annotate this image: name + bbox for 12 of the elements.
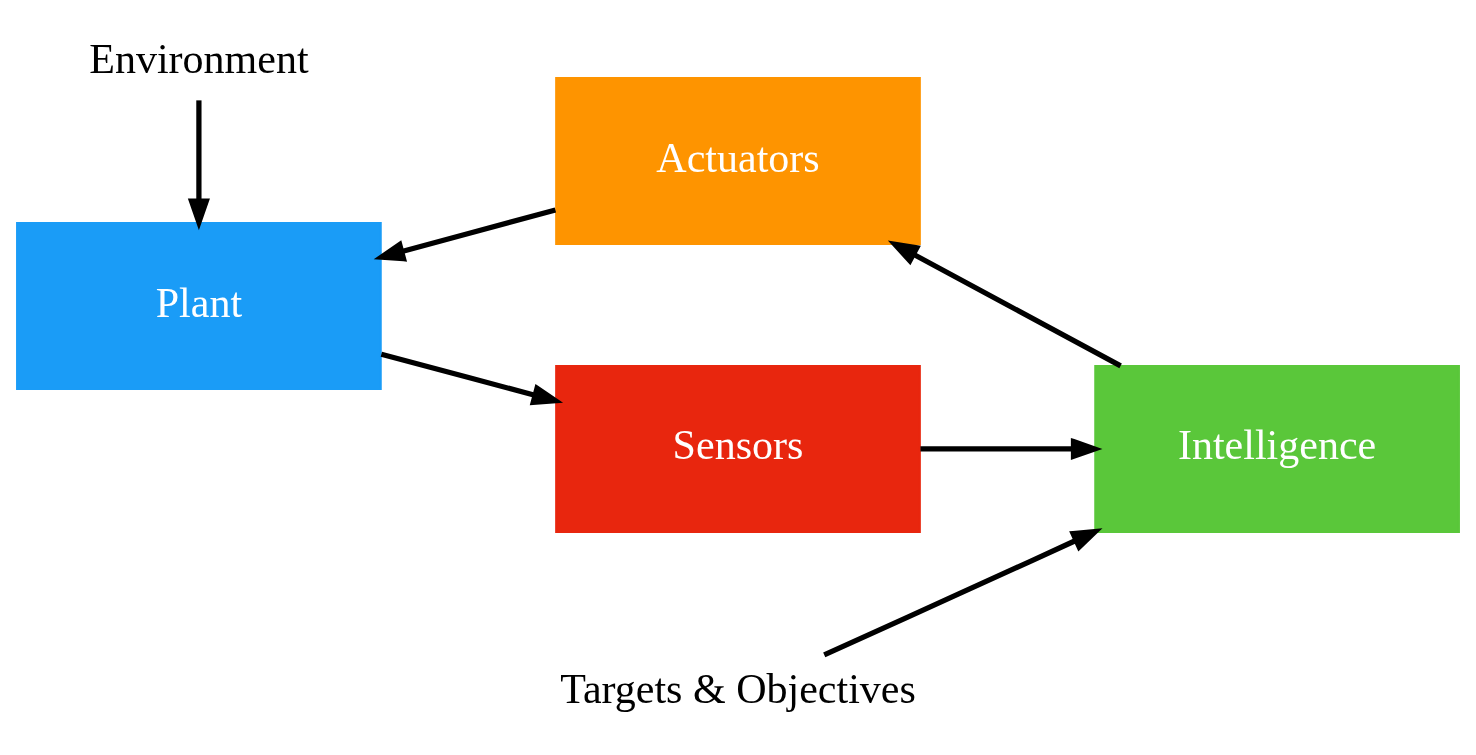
arrow: [373, 207, 557, 262]
arrow: [187, 100, 210, 231]
node-box: Actuators: [555, 76, 921, 246]
node-box: Sensors: [555, 364, 921, 534]
arrow: [920, 437, 1103, 461]
node-box: Intelligence: [1094, 364, 1460, 534]
arrow: [887, 240, 1122, 369]
arrow: [380, 351, 564, 406]
node-text: Environment: [89, 35, 309, 82]
node-text: Targets & Objectives: [560, 666, 916, 713]
arrow: [823, 528, 1103, 658]
node-box: Plant: [16, 221, 382, 391]
